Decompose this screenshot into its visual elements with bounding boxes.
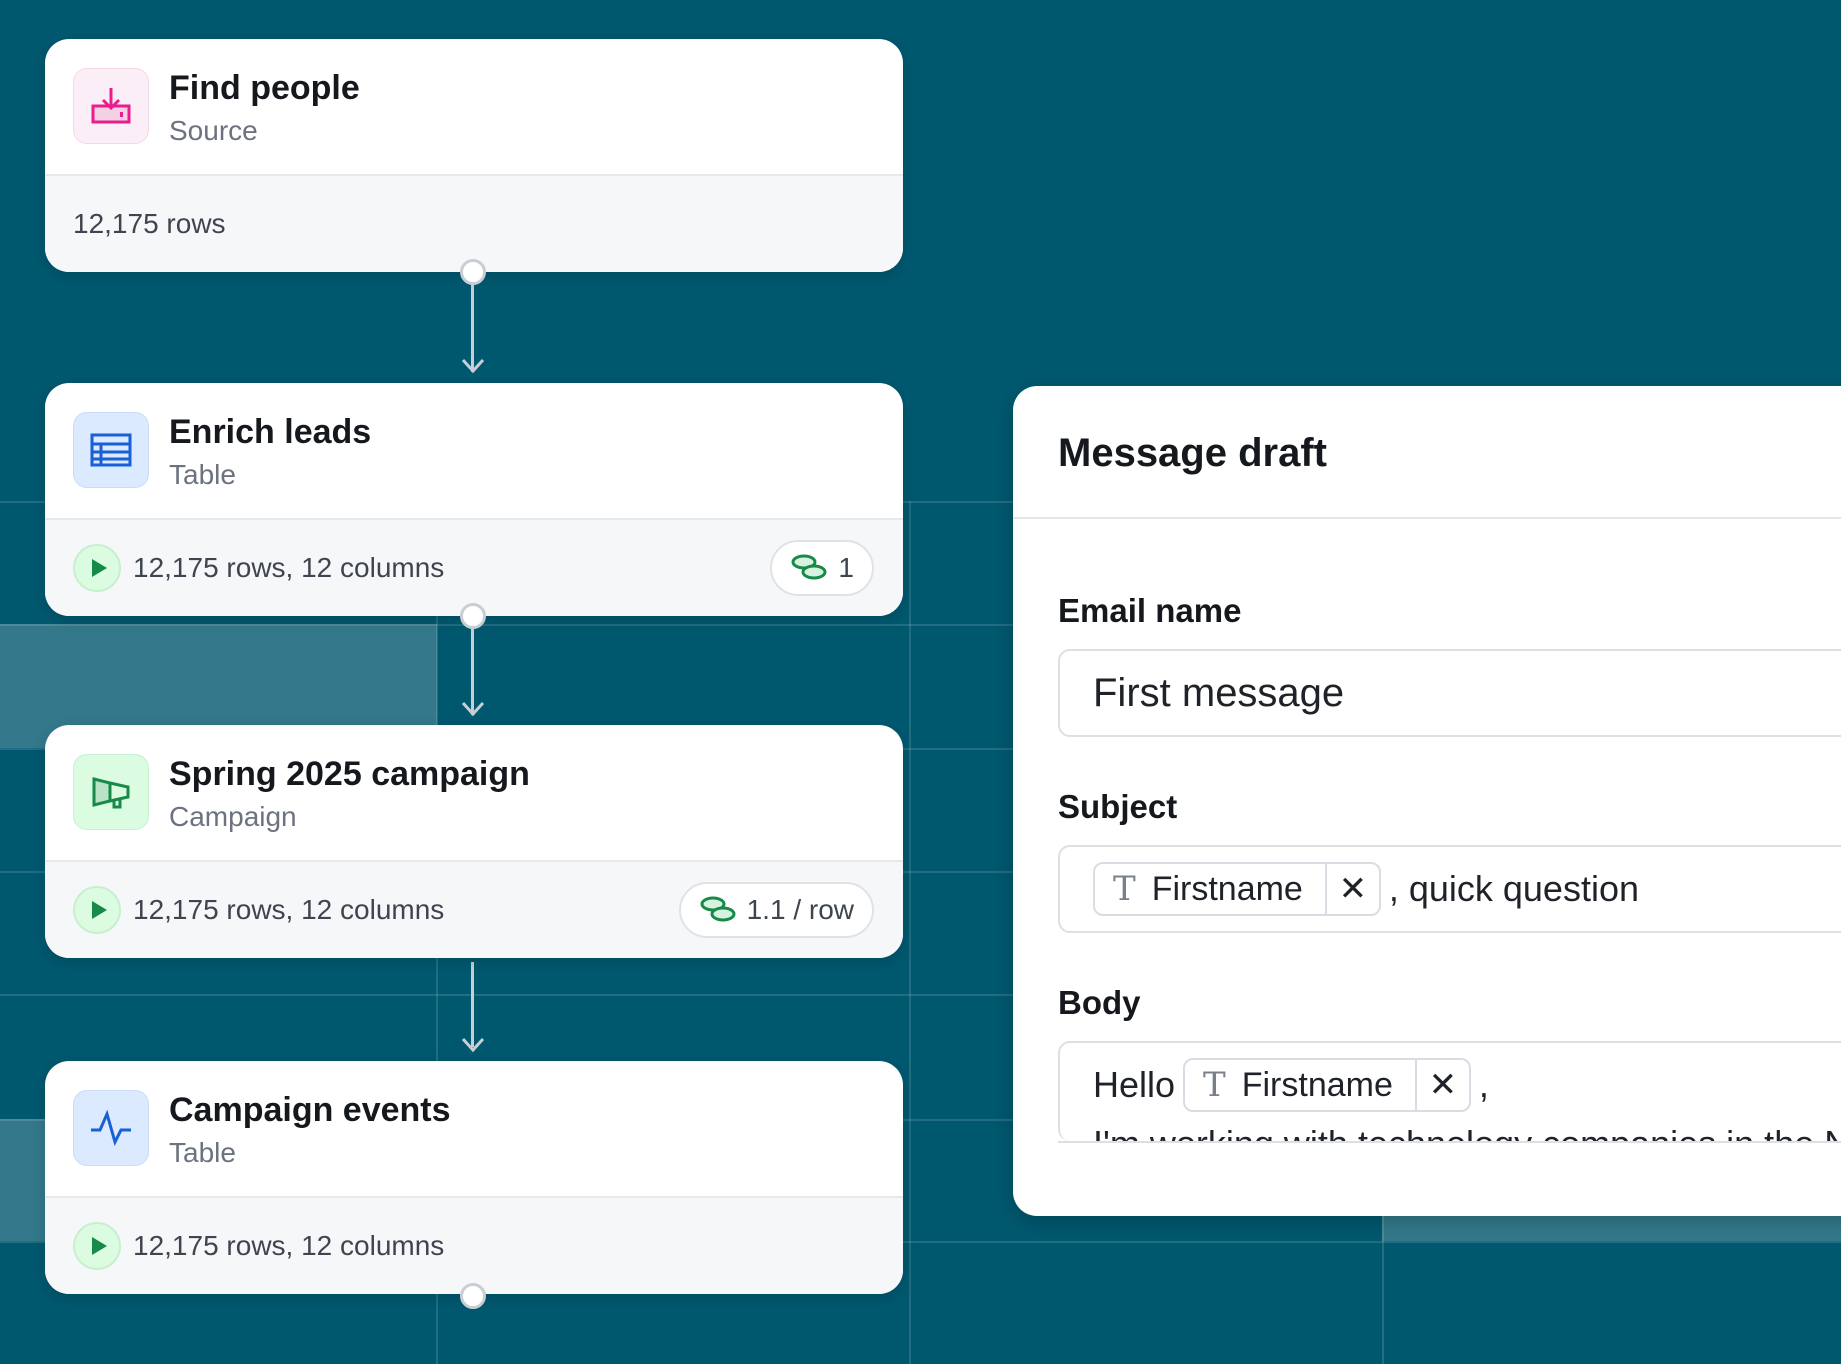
node-find-people[interactable]: Find people Source 12,175 rows (45, 39, 903, 272)
node-type: Table (169, 1137, 236, 1168)
grid-line (0, 501, 1841, 503)
remove-token-icon[interactable]: ✕ (1414, 1060, 1469, 1110)
firstname-token[interactable]: T Firstname ✕ (1093, 862, 1381, 916)
subject-label: Subject (1058, 788, 1178, 825)
node-title: Campaign events (169, 1091, 451, 1129)
body-input[interactable]: Hello T Firstname ✕ , I'm working with t… (1058, 1041, 1841, 1141)
node-type: Source (169, 115, 258, 146)
remove-token-icon[interactable]: ✕ (1324, 864, 1379, 914)
grid-line (909, 501, 911, 1364)
grid-block (0, 1119, 45, 1241)
row-count: 12,175 rows, 12 columns (133, 894, 445, 925)
connector (471, 962, 474, 1047)
node-title: Enrich leads (169, 413, 372, 451)
grid-line (0, 871, 1841, 873)
run-button[interactable] (73, 544, 121, 592)
node-campaign-events[interactable]: Campaign events Table 12,175 rows, 12 co… (45, 1061, 903, 1294)
credits-value: 1.1 / row (746, 894, 854, 925)
grid-line (0, 624, 1841, 626)
subject-input[interactable]: T Firstname ✕ , quick question (1058, 845, 1841, 933)
body-label: Body (1058, 984, 1141, 1021)
coins-icon (791, 554, 827, 580)
table-icon (73, 412, 149, 488)
arrow-down-icon (461, 1037, 485, 1053)
body-text: , (1478, 1064, 1489, 1105)
coins-icon (700, 896, 736, 922)
row-count: 12,175 rows, 12 columns (133, 552, 445, 583)
grid-line (0, 994, 1841, 996)
run-button[interactable] (73, 1222, 121, 1270)
node-enrich-leads[interactable]: Enrich leads Table 12,175 rows, 12 colum… (45, 383, 903, 616)
connector (471, 272, 474, 372)
subject-text: , quick question (1388, 868, 1639, 909)
email-name-label: Email name (1058, 592, 1242, 629)
arrow-down-icon (461, 701, 485, 717)
credits-badge: 1.1 / row (678, 882, 874, 938)
output-handle[interactable] (460, 259, 486, 285)
credits-badge: 1 (770, 540, 874, 596)
megaphone-icon (73, 754, 149, 830)
arrow-down-icon (461, 358, 485, 374)
text-type-icon: T (1113, 869, 1136, 909)
grid-block (1382, 1216, 1841, 1241)
node-title: Spring 2025 campaign (169, 755, 530, 793)
node-type: Table (169, 459, 236, 490)
token-label: Firstname (1151, 869, 1303, 908)
inbox-download-icon (73, 68, 149, 144)
panel-title: Message draft (1058, 431, 1327, 475)
grid-line (0, 748, 1841, 750)
credits-value: 1 (838, 552, 854, 583)
row-count: 12,175 rows (73, 208, 226, 239)
grid-line (0, 1119, 1841, 1121)
node-title: Find people (169, 69, 360, 107)
divider (1058, 1141, 1841, 1143)
body-line: I'm working with technology companies in… (1093, 1123, 1841, 1141)
run-button[interactable] (73, 886, 121, 934)
activity-icon (73, 1090, 149, 1166)
text-type-icon: T (1203, 1065, 1226, 1105)
node-spring-campaign[interactable]: Spring 2025 campaign Campaign 12,175 row… (45, 725, 903, 958)
firstname-token[interactable]: T Firstname ✕ (1183, 1058, 1471, 1112)
row-count: 12,175 rows, 12 columns (133, 1230, 445, 1261)
email-name-input[interactable]: First message (1058, 649, 1841, 737)
output-handle[interactable] (460, 603, 486, 629)
node-type: Campaign (169, 801, 297, 832)
body-text: Hello (1093, 1064, 1176, 1105)
message-draft-panel: Message draft Email name First message S… (1013, 386, 1841, 1216)
email-name-value: First message (1093, 671, 1345, 715)
grid-line (0, 1241, 1841, 1243)
connector (471, 615, 474, 715)
divider (1013, 517, 1841, 519)
output-handle[interactable] (460, 1283, 486, 1309)
token-label: Firstname (1241, 1065, 1393, 1104)
